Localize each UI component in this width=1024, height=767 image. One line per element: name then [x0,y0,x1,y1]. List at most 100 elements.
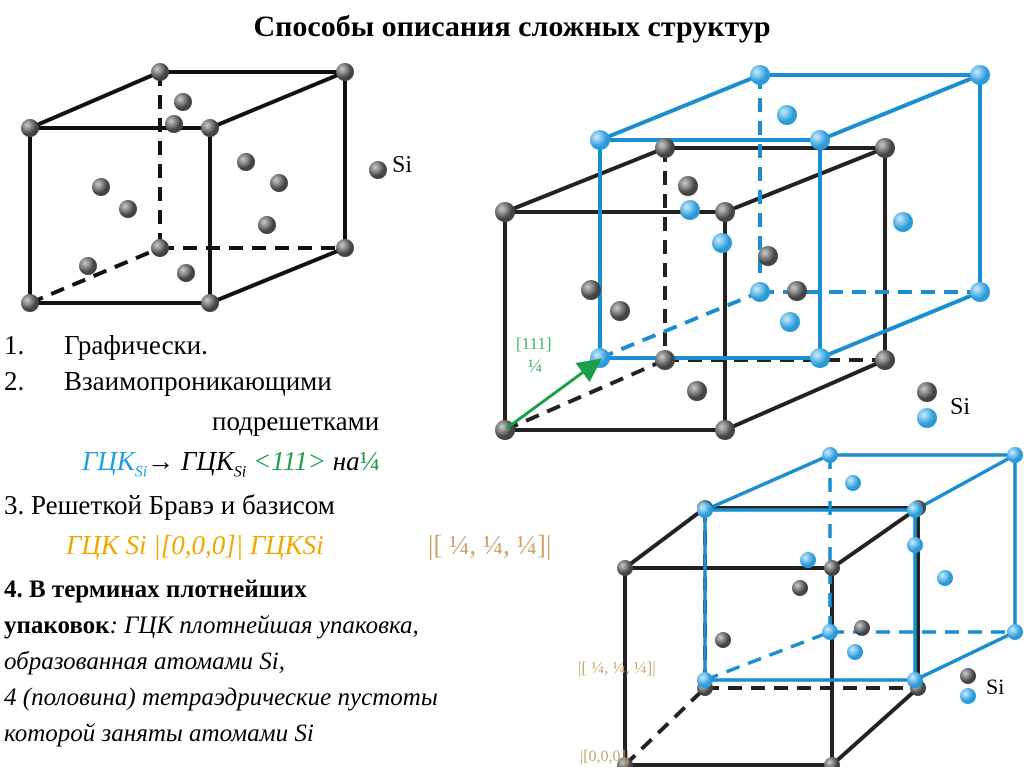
si-label-3: Si [986,674,1005,699]
formula-direction: <111> [253,446,326,476]
shift-vector-arrow [506,358,602,430]
si-atom [715,420,735,440]
small-black-cube-edge [623,686,707,767]
quarter-label: ¼ [528,356,543,377]
formula-na: на [332,446,360,476]
si-atom [151,239,169,257]
item-2-line1: Взаимопроникающими [64,366,332,396]
si-atom-shifted [810,130,830,150]
item-4-line2: образованная атомами Si, [4,648,285,675]
item-4-line4: которой заняты атомами Si [4,720,314,747]
left-cube-front-face [28,126,212,305]
si-atom-shifted [822,447,838,463]
position-quarter-label: |[ ¼, ¼, ¼]| [578,658,656,677]
si-atom [21,294,39,312]
si-atom [258,216,276,234]
blue-fcc-cube-edge [819,73,981,142]
si-atom [495,202,515,222]
si-atom [617,560,633,576]
si-atom [174,93,192,111]
si-label-2: Si [950,394,971,420]
si-atom [687,381,707,401]
si-atom [875,138,895,158]
formula-fcc1: ГЦК [82,446,135,476]
si-atom [201,119,219,137]
item-1: Графически. [64,330,208,360]
si-atom-shifted [697,672,713,688]
black-fcc-cube-front-face [503,210,727,432]
small-blue-cube-front-face [703,508,917,682]
si-atom [79,257,97,275]
left-cube-edge [209,70,346,130]
si-atom [581,280,601,300]
si-atom [787,281,807,301]
item-4-line3: 4 (половина) тетраэдрические пустоты [4,684,438,711]
black-fcc-cube-edge [504,146,666,214]
si-atom [678,176,698,196]
si-atom-shifted [822,624,838,640]
blue-fcc-cube-front-face [598,138,822,360]
si-atom-shifted [847,644,863,660]
formula-fcc2: ГЦК [181,446,234,476]
item-4-heading: 4. В терминах плотнейших [4,576,307,603]
si-atom [165,115,183,133]
item-4-line1: упаковок: ГЦК плотнейшая упаковка, [4,612,419,640]
item-1-number: 1. [4,330,25,360]
si-atom-shifted [697,502,713,518]
si-atom-shifted [750,282,770,302]
si-atom-shifted [712,233,732,253]
si-atom-shifted [1007,447,1023,463]
black-fcc-cube-edge [504,358,666,432]
si-atom [336,239,354,257]
small-black-cube-edge [623,506,707,570]
si-atom [715,632,731,648]
si-atom [758,246,778,266]
si-atom-shifted [907,537,923,553]
si-atom-shifted [970,65,990,85]
si-atom-shifted [810,348,830,368]
si-atom-shifted [893,212,913,232]
si-atom [610,301,630,321]
basis-formula: ГЦК Si |[0,0,0]| ГЦКSi [66,530,324,560]
si-atom [917,382,937,402]
formula-sub1: Si [134,463,148,481]
si-atom-shifted [960,688,976,704]
small-blue-cube-edge [914,453,1016,512]
si-atom-shifted [780,312,800,332]
blue-fcc-cube-edge [599,290,761,360]
si-atom [655,138,675,158]
si-atom-shifted [800,552,816,568]
si-atom-shifted [750,65,770,85]
si-atom [655,350,675,370]
si-atom [824,757,840,767]
blue-fcc-cube-edge [819,290,981,360]
formula-fraction: ¼ [359,446,380,476]
small-black-cube-edge [830,686,920,767]
si-atom [92,178,110,196]
black-fcc-cube-edge [724,358,886,432]
basis-position: |[ ¼, ¼, ¼]| [428,530,552,560]
si-atom-shifted [907,672,923,688]
si-atom [270,174,288,192]
sublattice-formula: ГЦКSi→ ГЦКSi <111> на¼ [82,446,380,481]
si-atom [177,264,195,282]
si-atom [715,202,735,222]
si-atom [960,668,976,684]
si-atom [151,63,169,81]
si-atom [617,757,633,767]
si-atom-shifted [907,502,923,518]
small-blue-cube-edge [704,453,831,512]
si-atom [237,153,255,171]
si-atom-shifted [937,570,953,586]
item-4-text: : ГЦК плотнейшая упаковка, [109,612,419,639]
si-atom-shifted [680,200,700,220]
formula-sub2: Si [233,463,247,481]
si-atom [119,200,137,218]
position-origin-label: |[0,0,0]| [580,748,630,765]
item-2-line2: подрешетками [212,406,380,436]
small-black-cube-edge [830,506,920,570]
item-2-number: 2. [4,366,25,396]
si-atom-shifted [970,282,990,302]
